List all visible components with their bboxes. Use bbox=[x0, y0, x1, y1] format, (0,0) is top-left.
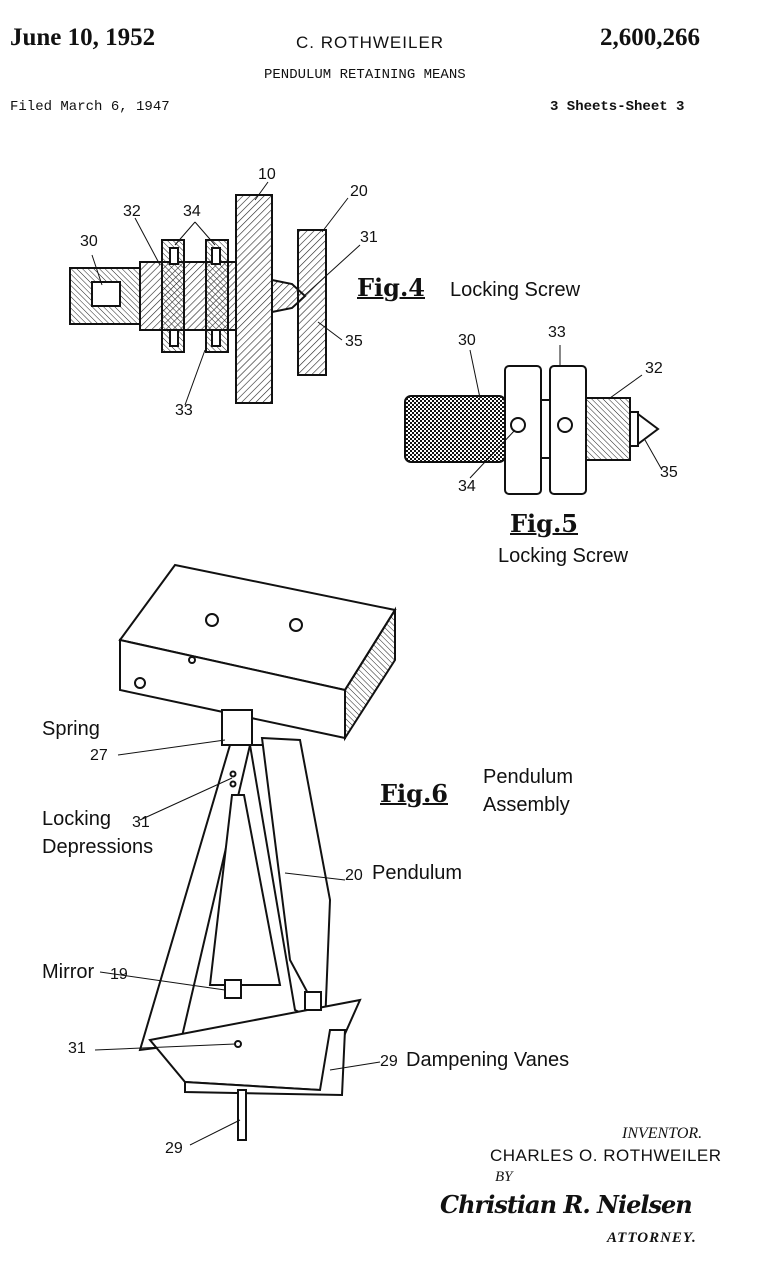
fig6-locking-label: Locking bbox=[42, 808, 111, 830]
fig6-drawing bbox=[94, 563, 397, 1146]
patent-number: 2,600,266 bbox=[600, 24, 700, 51]
inventor-name: CHARLES O. ROTHWEILER bbox=[490, 1146, 722, 1165]
attorney-signature: Christian R. Nielsen bbox=[440, 1190, 693, 1219]
fig6-ref-31a: 31 bbox=[132, 814, 150, 831]
inventor-label: INVENTOR. bbox=[622, 1125, 703, 1142]
by-label: BY bbox=[495, 1169, 513, 1185]
sheet-number: 3 Sheets-Sheet 3 bbox=[550, 99, 685, 115]
fig4-caption: Locking Screw bbox=[450, 279, 581, 301]
fig4-ref-31: 31 bbox=[360, 229, 378, 246]
fig4-label: Fig.4 bbox=[357, 273, 425, 302]
fig5-ref-33: 33 bbox=[548, 324, 566, 341]
fig5-ref-32: 32 bbox=[645, 360, 663, 377]
fig5-caption: Locking Screw bbox=[498, 545, 629, 567]
fig5-ref-30: 30 bbox=[458, 332, 476, 349]
inventor-short-name: C. ROTHWEILER bbox=[296, 33, 445, 52]
fig6-caption-1: Pendulum bbox=[483, 766, 574, 788]
fig4-ref-33: 33 bbox=[175, 402, 193, 419]
fig4-ref-34: 34 bbox=[183, 203, 201, 220]
fig6-ref-27: 27 bbox=[90, 747, 108, 764]
fig4-ref-30: 30 bbox=[80, 233, 98, 250]
fig5-ref-34: 34 bbox=[458, 478, 476, 495]
patent-title: PENDULUM RETAINING MEANS bbox=[264, 67, 466, 83]
fig4-ref-10: 10 bbox=[258, 166, 276, 183]
fig6-caption-2: Assembly bbox=[483, 794, 570, 816]
fig6-ref-19: 19 bbox=[110, 966, 128, 983]
fig6-depressions-label: Depressions bbox=[42, 836, 154, 858]
patent-date: June 10, 1952 bbox=[10, 24, 156, 51]
fig4-ref-35: 35 bbox=[345, 333, 363, 350]
fig6-ref-31b: 31 bbox=[68, 1040, 86, 1057]
fig6-spring-label: Spring bbox=[42, 718, 100, 740]
fig6-vanes-label: Dampening Vanes bbox=[406, 1049, 570, 1071]
fig6-ref-29b: 29 bbox=[165, 1140, 183, 1157]
fig4-ref-32: 32 bbox=[123, 203, 141, 220]
fig6-ref-20: 20 bbox=[345, 867, 363, 884]
fig4-ref-20: 20 bbox=[350, 183, 368, 200]
fig6-ref-29a: 29 bbox=[380, 1053, 398, 1070]
fig5-ref-35: 35 bbox=[660, 464, 678, 481]
attorney-label: ATTORNEY. bbox=[607, 1230, 697, 1246]
fig4-drawing bbox=[69, 181, 361, 406]
fig6-pendulum-label: Pendulum bbox=[372, 862, 463, 884]
fig5-label: Fig.5 bbox=[510, 509, 578, 538]
fig6-label: Fig.6 bbox=[380, 779, 448, 808]
filed-date: Filed March 6, 1947 bbox=[10, 99, 170, 115]
fig6-mirror-label: Mirror bbox=[42, 961, 95, 983]
fig5-drawing bbox=[404, 345, 663, 495]
